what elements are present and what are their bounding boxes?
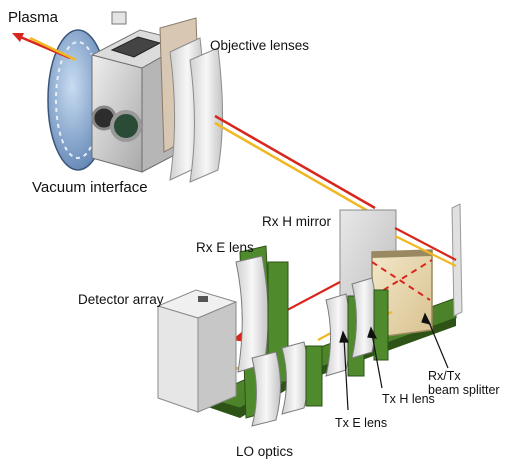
detector-front	[158, 306, 198, 412]
tx-e-lens-plate	[326, 294, 351, 376]
label-rx-tx-line1: Rx/Tx	[428, 369, 461, 383]
tx-long-beam	[215, 123, 375, 215]
detector-array	[158, 290, 236, 412]
lo-lens-2	[282, 342, 309, 414]
tx-h-lens-holder	[374, 290, 388, 360]
label-vacuum-interface: Vacuum interface	[32, 179, 148, 196]
detector-side	[198, 302, 236, 412]
label-rx-tx-line2: beam splitter	[428, 383, 500, 397]
label-tx-h-lens: Tx H lens	[382, 392, 435, 406]
lo-holder	[306, 346, 322, 406]
label-plasma: Plasma	[8, 9, 59, 26]
vacuum-viewport-right	[112, 112, 140, 140]
detector-slot	[198, 296, 208, 302]
vacuum-small-box	[112, 12, 126, 24]
right-vertical-plate	[452, 204, 462, 316]
objective-lenses	[170, 38, 223, 182]
label-lo-optics: LO optics	[236, 444, 293, 459]
lo-lens-1	[252, 352, 281, 426]
rx-long-beam	[215, 116, 375, 208]
rx-e-lens-plate	[236, 256, 268, 372]
label-rx-e-lens: Rx E lens	[196, 240, 254, 255]
label-tx-e-lens: Tx E lens	[335, 416, 387, 430]
label-rx-h-mirror: Rx H mirror	[262, 214, 331, 229]
label-detector-array: Detector array	[78, 292, 164, 307]
tx-lenses	[326, 278, 388, 376]
objective-lens-2	[190, 48, 223, 182]
transmission-beams	[215, 116, 375, 215]
label-objective-lenses: Objective lenses	[210, 38, 309, 53]
